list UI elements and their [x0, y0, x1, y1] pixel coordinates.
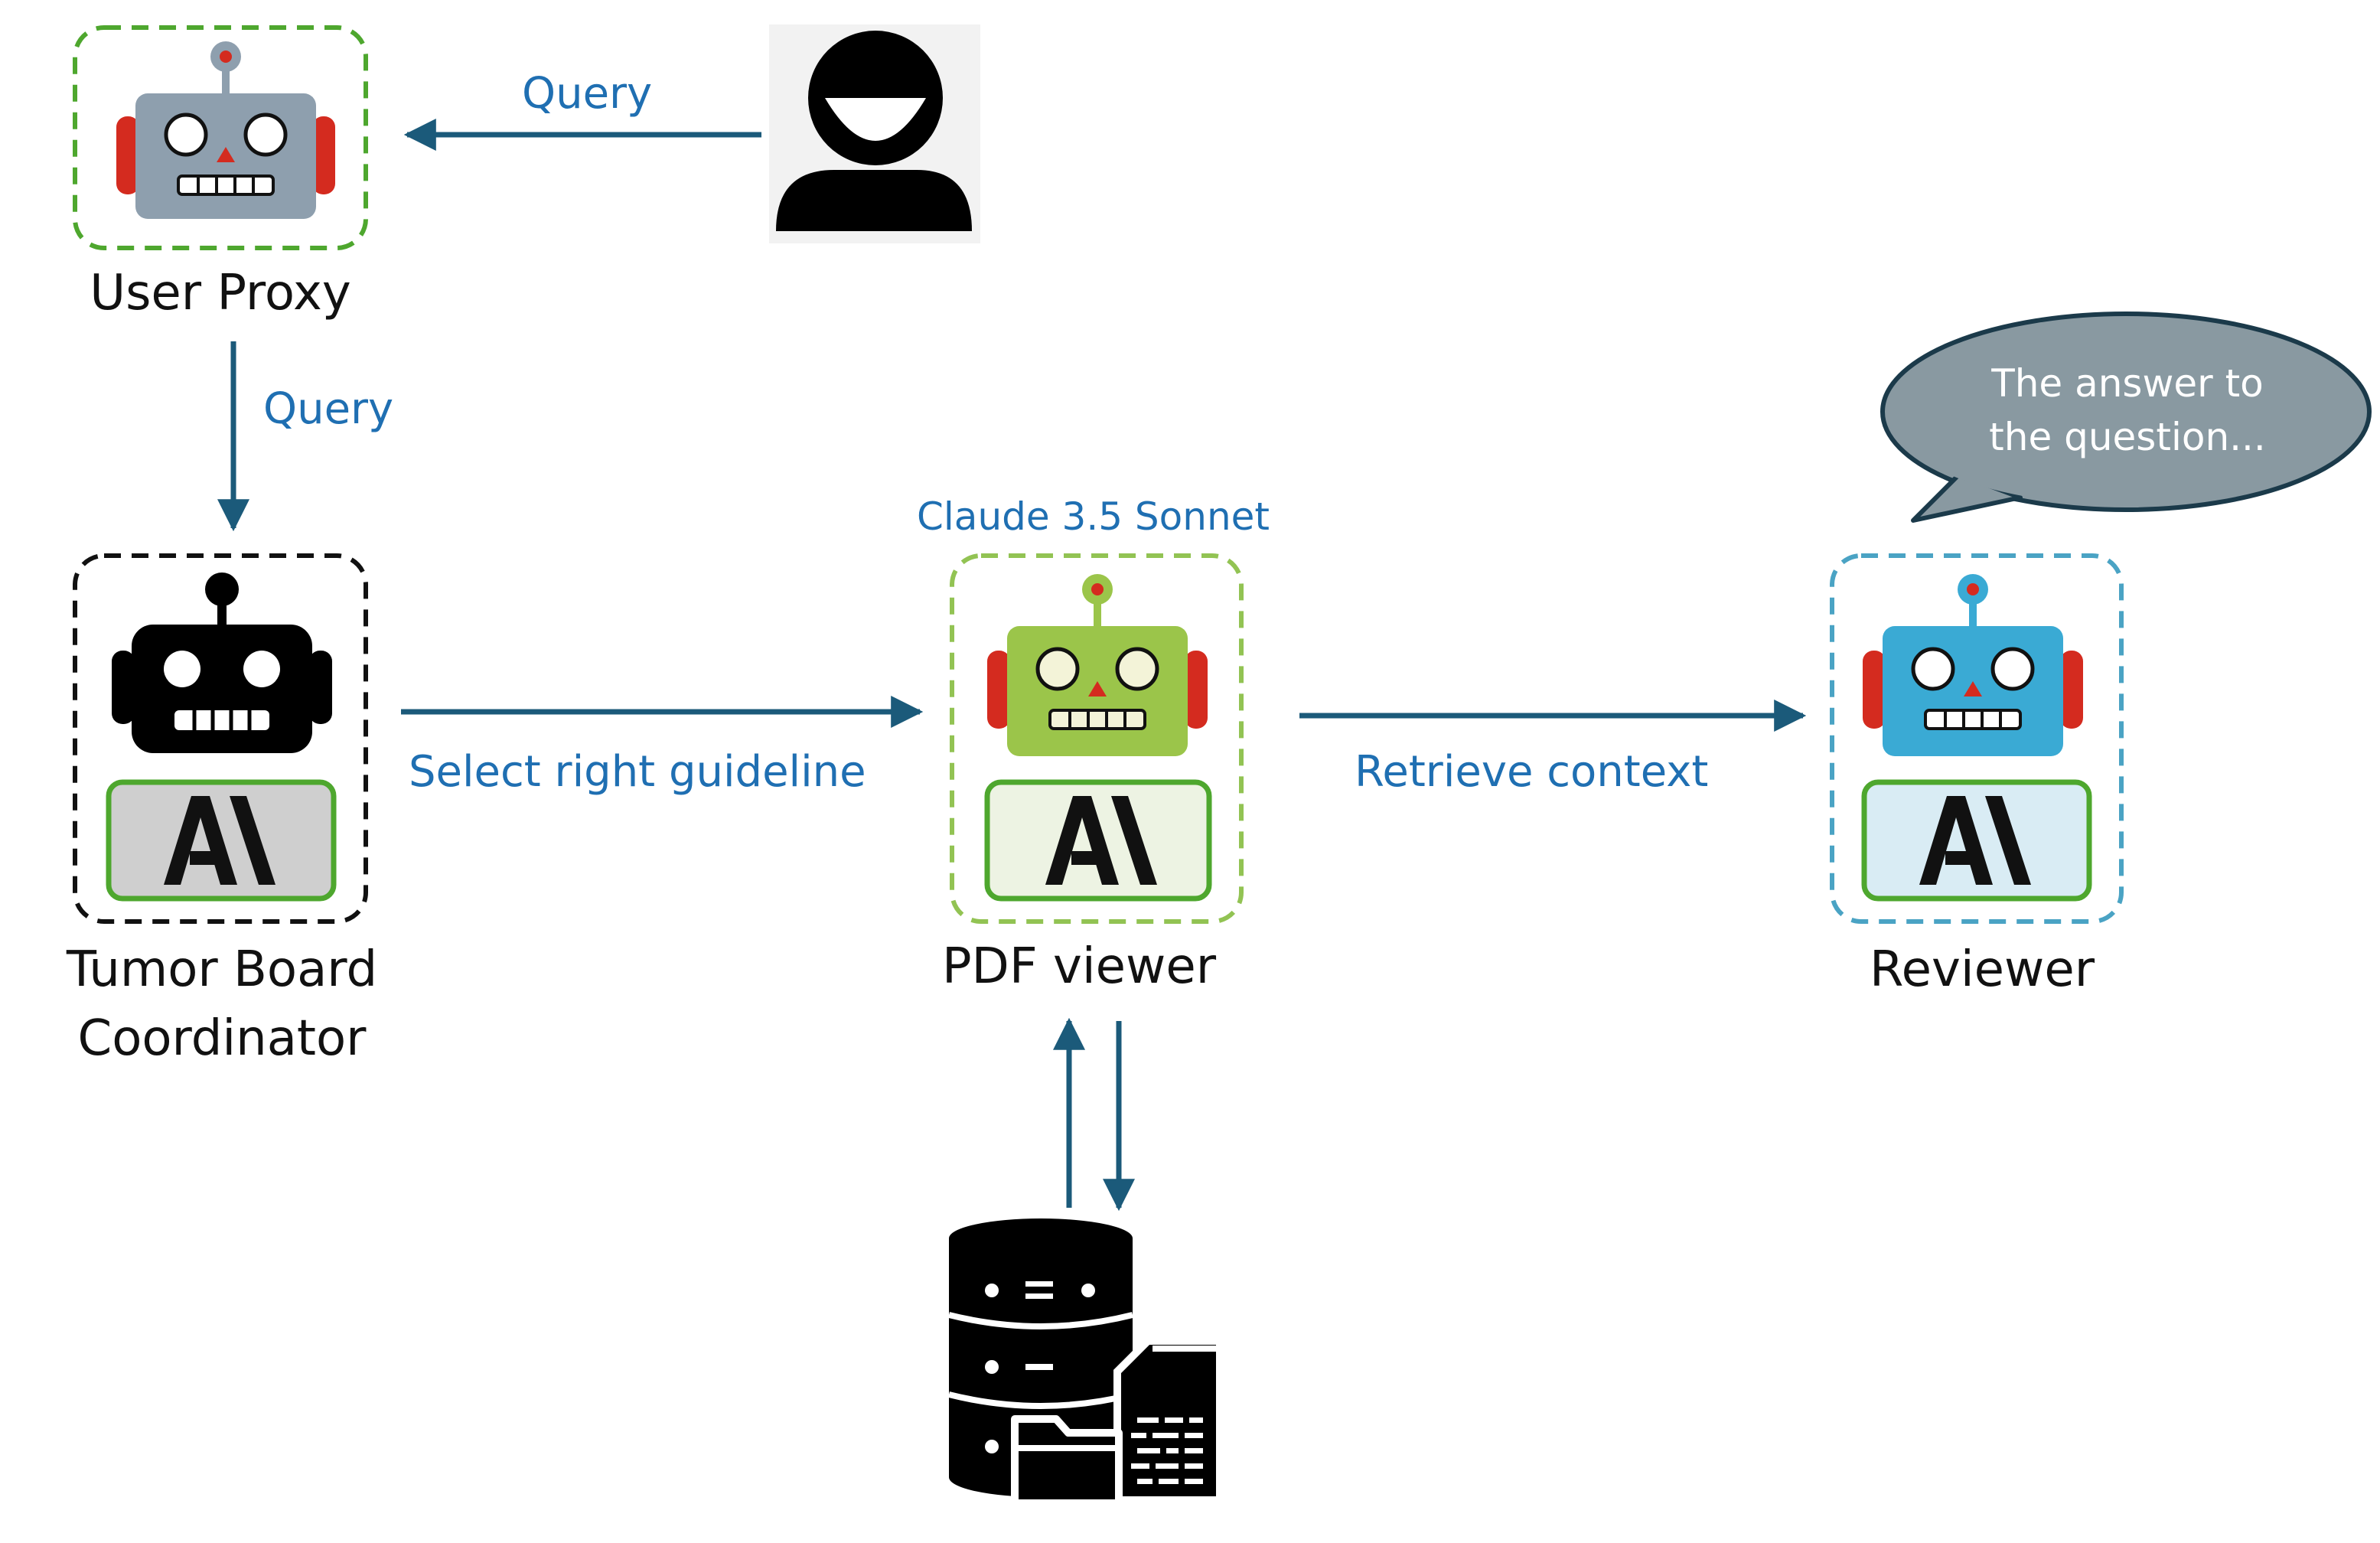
user-proxy-box	[73, 25, 368, 250]
bubble-text-line1: The answer to	[1991, 361, 2264, 406]
robot-icon	[1863, 574, 2083, 756]
document-icon	[1113, 1337, 1224, 1504]
node-label-reviewer: Reviewer	[1869, 941, 2095, 998]
node-label-coordinator-line2: Coordinator	[77, 1010, 367, 1067]
coordinator-box	[73, 553, 368, 924]
speech-bubble-icon	[1880, 312, 2372, 523]
edge-label-select-guideline: Select right guideline	[409, 747, 866, 797]
user-icon	[769, 24, 980, 243]
bubble-text-line2: the question...	[1989, 415, 2266, 459]
robot-icon	[112, 573, 332, 753]
pdf-viewer-box	[950, 553, 1244, 924]
reviewer-box	[1830, 553, 2124, 924]
edge-label-user-query: Query	[522, 69, 653, 119]
model-label: Claude 3.5 Sonnet	[917, 494, 1270, 539]
edge-label-proxy-query: Query	[263, 384, 394, 434]
robot-icon	[987, 574, 1208, 756]
node-label-pdf-viewer: PDF viewer	[941, 938, 1217, 995]
node-label-user-proxy: User Proxy	[90, 265, 351, 321]
edge-label-retrieve-context: Retrieve context	[1355, 747, 1709, 797]
robot-icon	[116, 41, 335, 219]
folder-icon	[1011, 1415, 1123, 1507]
node-label-coordinator-line1: Tumor Board	[66, 941, 378, 998]
